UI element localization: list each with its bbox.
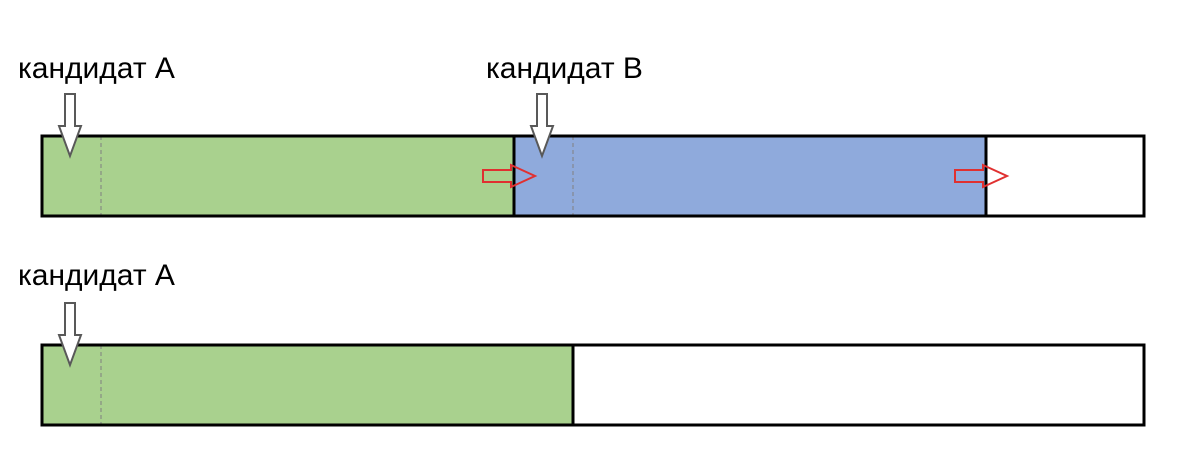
- bottom-bar-empty-segment: [573, 345, 1144, 425]
- right-arrow-icon: [482, 163, 538, 189]
- bottom-bar: [40, 343, 1146, 427]
- down-arrow-icon: [57, 93, 83, 159]
- down-arrow-icon: [529, 93, 555, 159]
- down-arrow-icon: [57, 302, 83, 368]
- top-bar-green-segment: [42, 136, 514, 216]
- right-arrow-icon: [954, 163, 1010, 189]
- candidate-a-label-top: кандидат A: [18, 52, 175, 85]
- candidate-b-label-top: кандидат B: [486, 52, 643, 85]
- top-bar-outline: [40, 134, 1146, 218]
- bottom-bar-green-segment: [42, 345, 573, 425]
- top-bar-blue-segment: [514, 136, 986, 216]
- top-bar-empty-segment: [986, 136, 1144, 216]
- candidate-a-label-bottom: кандидат A: [18, 259, 175, 292]
- bottom-bar-outline: [40, 343, 1146, 427]
- top-bar: [40, 134, 1146, 218]
